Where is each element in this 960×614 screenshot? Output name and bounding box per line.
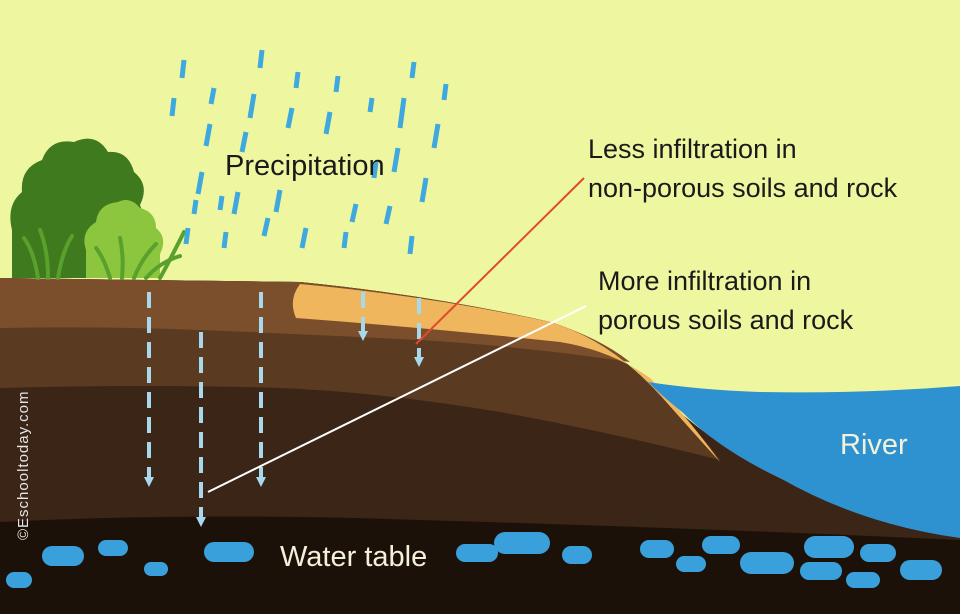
raindrop	[341, 231, 349, 249]
groundwater-pocket	[98, 540, 128, 556]
raindrop	[397, 97, 407, 129]
raindrop	[299, 227, 309, 249]
groundwater-pocket	[702, 536, 740, 554]
raindrop	[285, 107, 295, 129]
water-table-label: Water table	[280, 541, 427, 573]
river	[648, 382, 960, 538]
raindrop	[367, 97, 375, 113]
raindrop	[191, 199, 199, 215]
raindrop	[349, 203, 359, 223]
less-infiltration-line-1: Less infiltration in	[588, 134, 797, 164]
more-infiltration-line-2: porous soils and rock	[598, 305, 854, 335]
ground	[0, 278, 960, 614]
raindrop	[208, 87, 217, 105]
raindrop	[371, 161, 379, 179]
groundwater-pocket	[900, 560, 942, 580]
grass-blade	[22, 236, 40, 280]
more-infiltration-line-1: More infiltration in	[598, 266, 811, 296]
raindrop	[273, 189, 283, 213]
raindrop	[407, 235, 415, 255]
more-infiltration-pointer	[207, 305, 587, 493]
groundwater-pocket	[144, 562, 168, 576]
grass-blade	[144, 254, 182, 280]
river-label: River	[840, 429, 908, 461]
grass-blade	[158, 230, 186, 280]
raindrop	[239, 131, 249, 153]
groundwater-pocket	[676, 556, 706, 572]
raindrop	[203, 123, 213, 147]
porous-soil-layer	[292, 284, 720, 462]
groundwater-pocket	[456, 544, 498, 562]
groundwater-pocket	[804, 536, 854, 558]
less-infiltration-pointer	[415, 177, 585, 345]
raindrop	[431, 123, 441, 149]
groundwater-pocket	[740, 552, 794, 574]
groundwater-pocket	[204, 542, 254, 562]
topsoil-layer	[0, 278, 630, 362]
grass-blade	[118, 236, 125, 280]
groundwater-pocket	[846, 572, 880, 588]
infiltration-arrows	[144, 292, 424, 527]
groundwater-pockets	[6, 532, 942, 588]
grass-blade	[38, 228, 50, 280]
groundwater-pocket	[860, 544, 896, 562]
raindrop	[441, 83, 449, 101]
raindrop	[409, 61, 417, 79]
raindrop	[183, 227, 191, 245]
raindrop	[419, 177, 429, 203]
precipitation-rain	[169, 49, 449, 255]
raindrop	[293, 71, 301, 89]
groundwater-pocket	[42, 546, 84, 566]
raindrop	[195, 171, 205, 195]
raindrop	[247, 93, 257, 119]
precipitation-label: Precipitation	[225, 150, 385, 182]
groundwater-pocket	[494, 532, 550, 554]
raindrop	[217, 195, 225, 211]
raindrop	[231, 191, 241, 215]
raindrop	[383, 205, 393, 225]
grass-blade	[132, 242, 158, 280]
less-infiltration-line-2: non-porous soils and rock	[588, 173, 898, 203]
grass-blade	[94, 246, 112, 280]
more-infiltration-label: More infiltration in porous soils and ro…	[598, 266, 854, 335]
raindrop	[323, 111, 333, 135]
grass-blades	[22, 228, 186, 280]
grass-blade	[56, 234, 74, 280]
raindrop	[261, 217, 271, 237]
bush-icon	[10, 138, 186, 280]
raindrop	[169, 97, 177, 117]
raindrop	[333, 75, 341, 93]
raindrop	[391, 147, 401, 173]
groundwater-pocket	[640, 540, 674, 558]
groundwater-pocket	[6, 572, 32, 588]
raindrop	[257, 49, 265, 69]
groundwater-pocket	[800, 562, 842, 580]
less-infiltration-label: Less infiltration in non-porous soils an…	[588, 134, 898, 203]
groundwater-pocket	[562, 546, 592, 564]
raindrop	[179, 59, 187, 79]
credit-watermark: ©Eschooltoday.com	[15, 390, 32, 540]
raindrop	[221, 231, 229, 249]
